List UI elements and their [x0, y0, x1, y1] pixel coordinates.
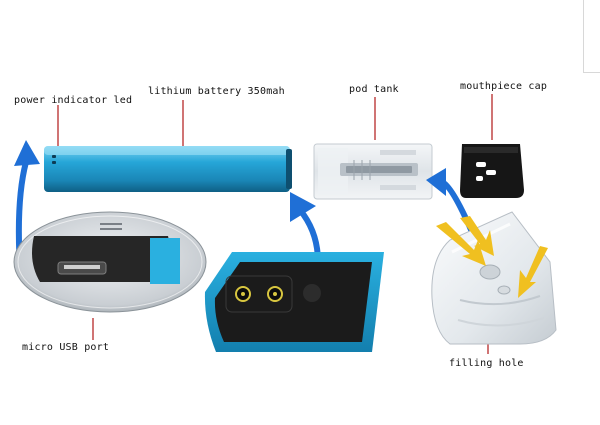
leader-lines: [57, 94, 493, 354]
usb-closeup: [13, 211, 207, 313]
led-dot: [52, 155, 56, 158]
mouthpiece-cap: [460, 144, 524, 198]
label-usb-port: micro USB port: [22, 342, 110, 353]
hole-icon: [479, 264, 501, 280]
label-battery: lithium battery 350mah: [148, 86, 285, 97]
label-power-led: power indicator led: [14, 95, 133, 106]
label-pod-tank: pod tank: [349, 84, 399, 95]
yellow-arrows: [436, 216, 548, 298]
arrow-right-icon: [290, 192, 321, 263]
battery-end-closeup: [204, 252, 384, 352]
arrow-yellow-1-icon: [436, 222, 486, 266]
pod-tank: [313, 143, 433, 200]
arrow-yellow-2-icon: [460, 216, 494, 256]
label-mouthpiece: mouthpiece cap: [460, 81, 548, 92]
label-filling-hole: filling hole: [449, 358, 524, 369]
arrow-yellow-3-icon: [518, 246, 548, 298]
battery-body: [44, 146, 292, 192]
image-frame-edge: [583, 0, 600, 73]
